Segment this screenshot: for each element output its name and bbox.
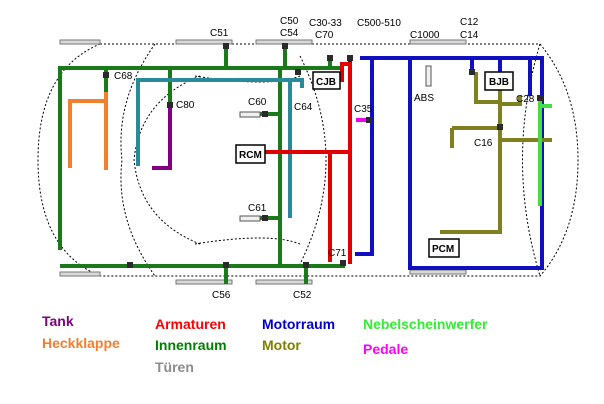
label-c64: C64 xyxy=(294,102,313,113)
label-c14: C14 xyxy=(460,30,479,41)
harness-teal xyxy=(136,78,304,218)
label-c50: C50 xyxy=(280,16,299,27)
legend-motor: Motor xyxy=(262,337,301,353)
harness-nebelscheinwerfer xyxy=(538,98,552,206)
label-c60: C60 xyxy=(248,97,267,108)
label-c500-510: C500-510 xyxy=(357,18,401,29)
legend-heckklappe: Heckklappe xyxy=(42,335,120,351)
harness-armaturen xyxy=(264,62,352,264)
label-c54: C54 xyxy=(280,28,299,39)
legend-nebelscheinwerfer: Nebelscheinwerfer xyxy=(363,316,488,332)
legend-armaturen: Armaturen xyxy=(155,316,226,332)
legend-motorraum: Motorraum xyxy=(262,316,336,332)
label-c52: C52 xyxy=(293,290,312,301)
label-c1000: C1000 xyxy=(410,30,440,41)
label-c30-33: C30-33 xyxy=(309,18,342,29)
label-c16: C16 xyxy=(474,138,493,149)
door-bars xyxy=(59,39,467,285)
pcm-label: PCM xyxy=(432,244,454,255)
label-c70: C70 xyxy=(315,30,334,41)
legend-pedale: Pedale xyxy=(363,341,409,357)
harness-motor xyxy=(440,72,552,234)
stub-connectors xyxy=(239,65,432,222)
bjb-label: BJB xyxy=(489,77,509,88)
bjb-module: BJB xyxy=(484,71,514,91)
pcm-module: PCM xyxy=(428,238,460,258)
label-c51: C51 xyxy=(210,28,229,39)
label-c28: C28 xyxy=(516,94,535,105)
label-c35: C35 xyxy=(354,104,373,115)
label-c61: C61 xyxy=(248,203,267,214)
label-abs: ABS xyxy=(414,93,434,104)
label-c80: C80 xyxy=(176,100,195,111)
harness-heckklappe xyxy=(68,92,108,170)
harness-motorraum xyxy=(348,56,544,270)
label-c71: C71 xyxy=(328,248,347,259)
rcm-label: RCM xyxy=(239,150,262,161)
legend-innenraum: Innenraum xyxy=(155,337,227,353)
legend-tank: Tank xyxy=(42,313,74,329)
cjb-module: CJB xyxy=(312,71,341,90)
cjb-label: CJB xyxy=(316,77,336,88)
connector-markers xyxy=(103,43,543,268)
rcm-module: RCM xyxy=(235,144,266,164)
legend-tueren: Türen xyxy=(155,359,194,375)
label-c56: C56 xyxy=(212,290,231,301)
label-c12: C12 xyxy=(460,17,479,28)
harness-tank xyxy=(152,104,172,170)
label-c68: C68 xyxy=(114,71,133,82)
